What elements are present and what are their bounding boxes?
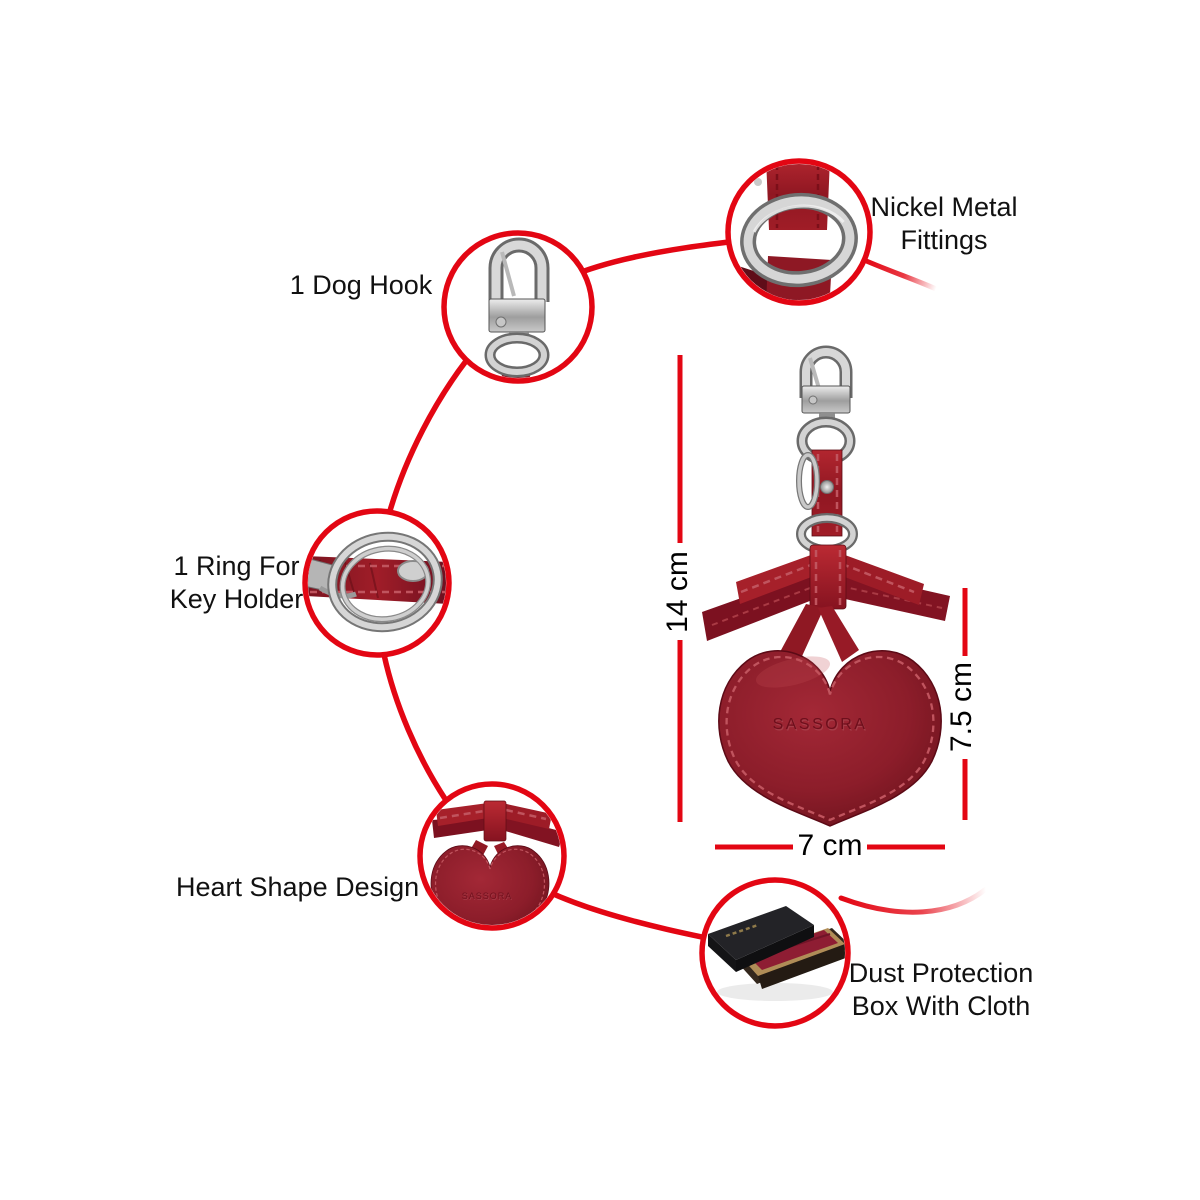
dimension-lines: [677, 355, 968, 850]
callout-circle-heart: [417, 781, 567, 931]
callout-label-nickel-fittings: Nickel Metal Fittings: [846, 191, 1042, 257]
product-bow: [702, 544, 950, 641]
callout-label-dog-hook-text: 1 Dog Hook: [289, 270, 433, 300]
callout-circle-key-ring: [302, 508, 452, 658]
callout-label-nickel-line2: Fittings: [900, 225, 988, 255]
callout-label-heart-shape-text: Heart Shape Design: [176, 872, 420, 902]
callout-label-nickel-line1: Nickel Metal: [870, 192, 1018, 222]
product-heart: SASSORA SASSORA: [718, 650, 942, 827]
callout-label-dog-hook: 1 Dog Hook: [266, 269, 456, 302]
callout-label-key-ring-line1: 1 Ring For: [173, 551, 300, 581]
gift-box-photo: [708, 906, 845, 1001]
leader-line-nickel: [861, 257, 939, 292]
leader-line-box: [838, 886, 989, 915]
dimension-label-heart-height: 7.5 cm: [945, 661, 978, 753]
callout-label-dust-box: Dust Protection Box With Cloth: [831, 957, 1051, 1023]
callout-circle-borders: [302, 158, 873, 1029]
heart-charm-photo: SASSORA SASSORA: [430, 800, 561, 925]
callout-circle-nickel: [725, 158, 873, 306]
embossed-brand-text: SASSORA: [774, 718, 869, 735]
product-dog-hook: [799, 345, 853, 424]
callout-circle-dog-hook: [441, 230, 595, 384]
svg-text:SASSORA: SASSORA: [462, 892, 513, 902]
dimension-label-heart-width: 7 cm: [797, 829, 863, 862]
svg-text:SASSORA: SASSORA: [462, 891, 513, 901]
product-loop-strap: [780, 604, 859, 665]
product-photo-heart-keychain: SASSORA SASSORA: [702, 345, 950, 827]
callout-label-dust-box-line1: Dust Protection: [848, 958, 1034, 988]
callout-label-heart-shape: Heart Shape Design: [176, 871, 420, 904]
dimension-label-total-height: 14 cm: [661, 551, 694, 633]
callout-label-dust-box-line2: Box With Cloth: [851, 991, 1031, 1021]
key-ring-photo: [308, 531, 446, 633]
svg-text:SASSORA: SASSORA: [773, 716, 868, 733]
callout-label-key-ring: 1 Ring For Key Holder: [164, 550, 309, 616]
callout-circle-box: [699, 877, 851, 1029]
product-split-ring: [796, 452, 820, 510]
callout-label-key-ring-line2: Key Holder: [169, 584, 304, 614]
